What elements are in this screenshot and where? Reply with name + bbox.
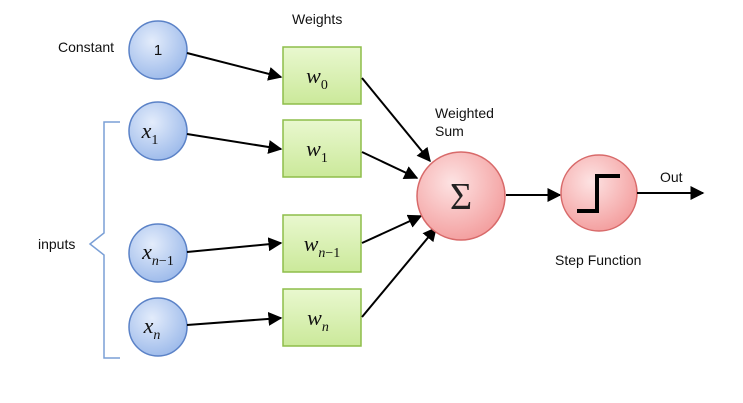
weighted-sum-label-line1: Weighted xyxy=(435,105,494,121)
weight-label-w0: w0 xyxy=(306,63,328,93)
arrow-wn-1-to-sum xyxy=(361,214,423,244)
weight-box-w1 xyxy=(282,119,362,178)
step-function-label: Step Function xyxy=(555,252,641,268)
arrow-w1-to-sum xyxy=(361,151,419,179)
input-label-xn-1: xn−1 xyxy=(141,239,174,269)
weight-label-w1: w1 xyxy=(306,136,328,166)
sigma-symbol: Σ xyxy=(450,176,472,218)
inputs-bracket xyxy=(88,121,120,359)
arrow-xn-1-to-wn-1 xyxy=(186,237,283,253)
arrow-xn-to-wn xyxy=(186,311,283,326)
constant-input-node xyxy=(128,20,188,80)
weighted-sum-label-line2: Sum xyxy=(435,123,464,139)
arrow-x1-to-w1 xyxy=(186,133,283,154)
input-node-xn-1 xyxy=(128,223,188,283)
step-function-icon xyxy=(577,174,620,213)
weight-label-wn-1: wn−1 xyxy=(304,231,341,261)
input-node-x1 xyxy=(128,101,188,161)
constant-value: 1 xyxy=(154,42,162,59)
weighted-sum-node xyxy=(416,151,506,241)
constant-label: Constant xyxy=(58,39,114,55)
weight-box-wn-1 xyxy=(282,214,362,273)
arrow-wn-to-sum xyxy=(361,226,437,318)
input-label-x1: x1 xyxy=(141,118,159,148)
inputs-label: inputs xyxy=(38,236,75,252)
input-node-xn xyxy=(128,297,188,357)
weight-label-wn: wn xyxy=(307,305,329,335)
weights-label: Weights xyxy=(292,11,342,27)
weight-box-w0 xyxy=(282,46,362,105)
arrow-w0-to-sum xyxy=(361,77,431,163)
out-label: Out xyxy=(660,169,683,185)
arrow-constant-to-w0 xyxy=(186,52,283,81)
input-label-xn: xn xyxy=(143,313,161,343)
weight-box-wn xyxy=(282,288,362,347)
